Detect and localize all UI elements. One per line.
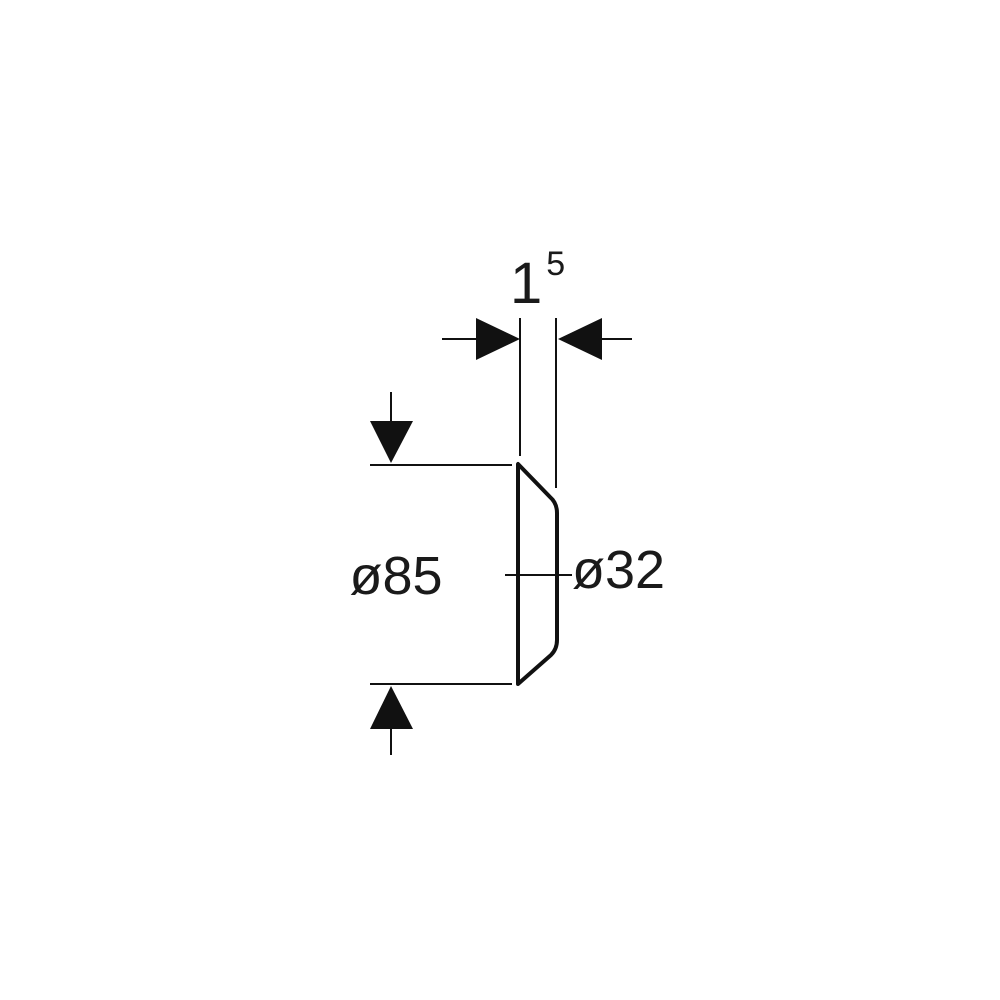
outer-diameter-label: ø85 <box>349 546 442 606</box>
part-profile <box>516 462 559 686</box>
thickness-superscript: 5 <box>546 245 565 283</box>
thickness-main: 1 <box>510 251 542 316</box>
outer-diameter-arrow-top <box>370 421 413 463</box>
outer-diameter-arrow-bottom <box>370 686 413 729</box>
thickness-arrow-right <box>558 318 602 360</box>
inner-diameter-label: ø32 <box>572 540 665 600</box>
thickness-arrow-left <box>476 318 520 360</box>
